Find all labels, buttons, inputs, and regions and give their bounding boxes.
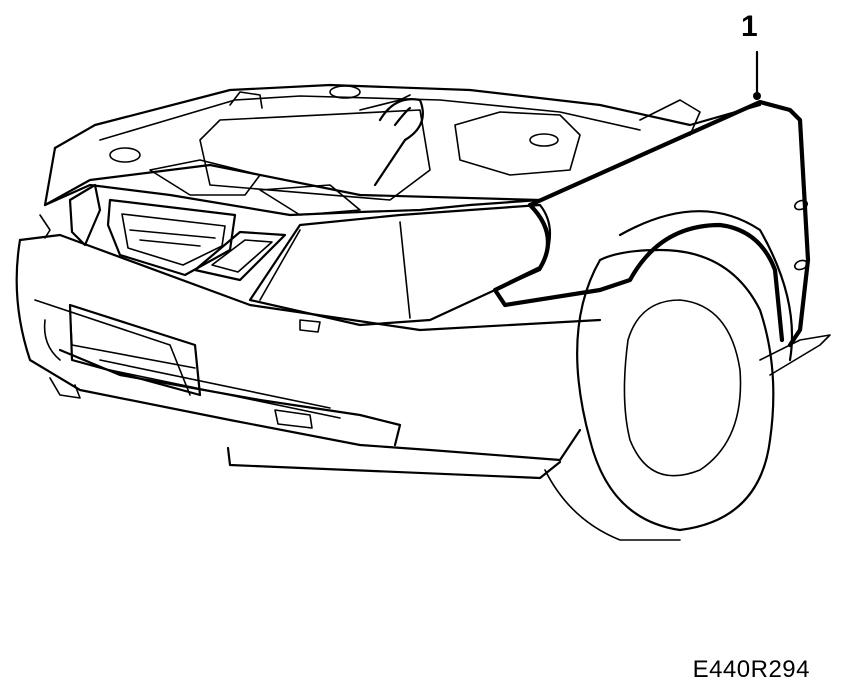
callout-label-1: 1 <box>741 10 758 43</box>
wing-highlight <box>492 99 811 348</box>
callout-leader <box>753 50 761 100</box>
engine-bay <box>43 83 762 216</box>
figure-code: E440R294 <box>692 656 810 683</box>
front-body <box>15 183 602 480</box>
front-wheel <box>544 210 831 541</box>
